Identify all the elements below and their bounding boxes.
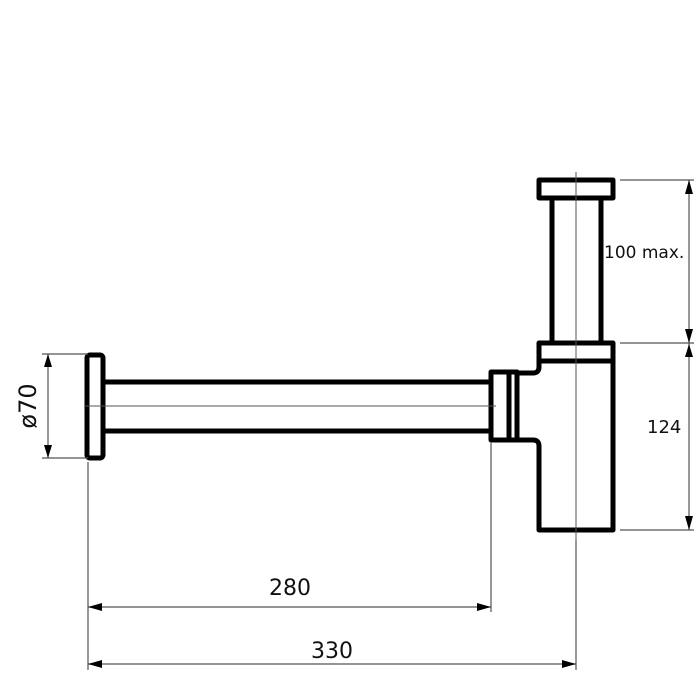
outlet-pipe [103,379,491,434]
dimension-overall-length: 330 [88,639,576,668]
diameter-label: ø70 [14,383,42,428]
stem-height-label: 100 max. [604,243,684,263]
body-height-label: 124 [647,417,681,438]
dimension-body-height: 124 [620,343,694,531]
pipe-length-label: 280 [269,576,311,601]
dimension-stem-height: 100 max. [604,179,694,344]
overall-length-label: 330 [311,639,353,664]
dimension-diameter: ø70 [14,353,88,459]
extension-lines [87,442,577,670]
trap-body [517,340,616,533]
dimension-pipe-length: 280 [88,576,491,611]
center-lines [84,172,577,560]
inlet-stem [549,198,604,343]
